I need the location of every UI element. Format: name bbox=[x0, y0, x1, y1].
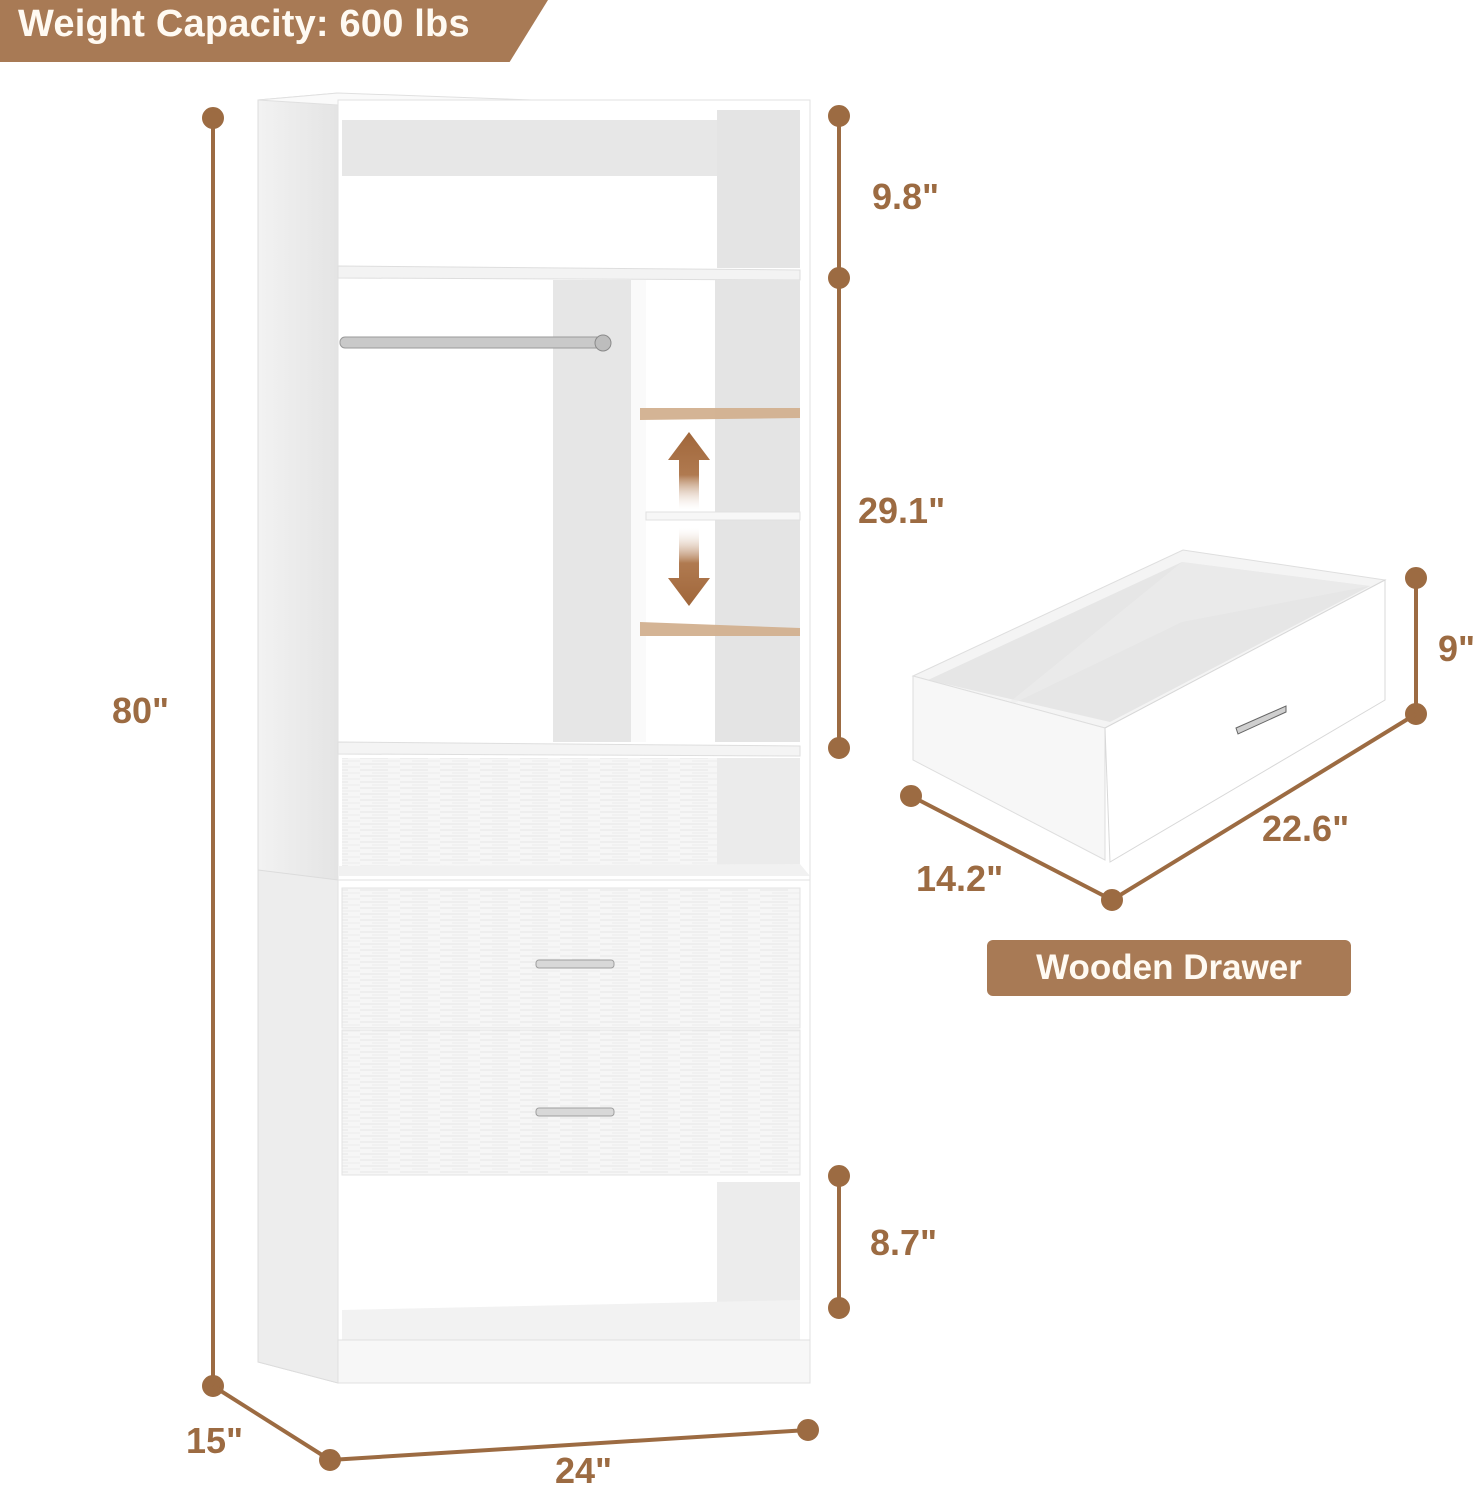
drawer-label-text: Wooden Drawer bbox=[1036, 948, 1302, 987]
drawer-dimension-height: 9" bbox=[1438, 628, 1476, 669]
dimension-top-compartment: 9.8" bbox=[872, 176, 940, 217]
dimension-total-height: 80" bbox=[112, 690, 170, 731]
drawer-illustration bbox=[911, 549, 1387, 863]
drawer-dimension-width: 14.2" bbox=[916, 858, 1004, 899]
adjust-arrows-icon bbox=[668, 432, 710, 606]
drawer-label-badge bbox=[987, 940, 1351, 996]
dimension-bottom-shelf: 8.7" bbox=[870, 1222, 938, 1263]
dimension-hanging-section: 29.1" bbox=[858, 490, 946, 531]
wardrobe-dimension-lines bbox=[202, 105, 850, 1471]
drawer-1 bbox=[341, 887, 801, 1029]
drawer-dimension-lines bbox=[900, 567, 1427, 911]
wardrobe bbox=[257, 92, 811, 1384]
dimension-width: 24" bbox=[555, 1450, 613, 1491]
weight-capacity-text: Weight Capacity: 600 lbs bbox=[18, 3, 470, 45]
weight-capacity-banner bbox=[0, 0, 548, 62]
adjustable-shelf-top bbox=[640, 408, 800, 420]
hanging-rod bbox=[339, 336, 606, 349]
dimension-depth: 15" bbox=[186, 1420, 244, 1461]
drawer-dimension-length: 22.6" bbox=[1262, 808, 1350, 849]
adjustable-shelf-bottom bbox=[640, 622, 800, 636]
drawer-2 bbox=[341, 1029, 801, 1176]
